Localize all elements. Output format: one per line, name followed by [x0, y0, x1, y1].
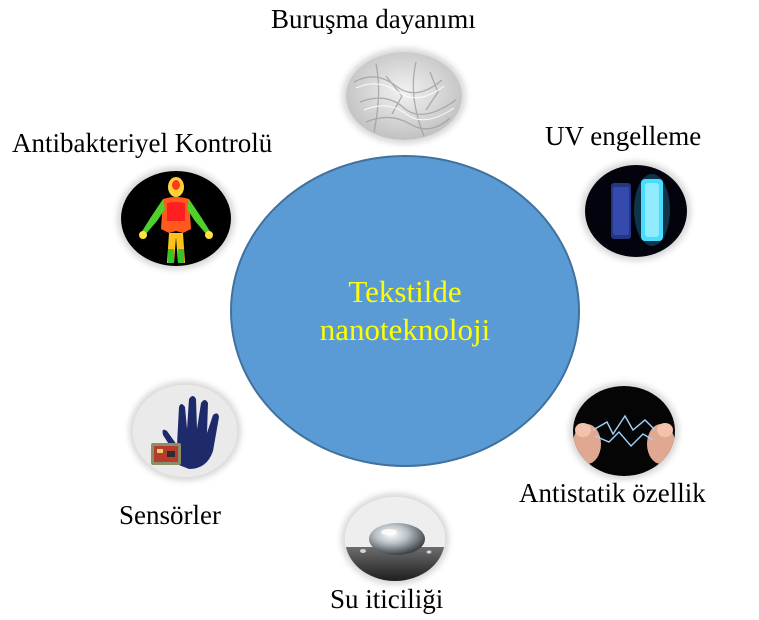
thermal-body-icon — [121, 171, 231, 266]
static-spark-fingers-icon — [573, 386, 675, 476]
wrinkled-fabric-icon — [346, 52, 462, 140]
label-antibacterial: Antibakteriyel Kontrolü — [12, 128, 273, 158]
sensor-glove-icon — [133, 385, 237, 477]
label-uv-blocking: UV engelleme — [545, 121, 702, 151]
center-title: Tekstilde nanoteknoloji — [320, 273, 490, 349]
label-wrinkle-resistance: Buruşma dayanımı — [271, 4, 476, 34]
center-title-line1: Tekstilde — [348, 274, 462, 309]
center-title-line2: nanoteknoloji — [319, 312, 491, 347]
label-antistatic: Antistatik özellik — [519, 478, 706, 508]
label-water-repellency: Su iticiliği — [330, 584, 444, 614]
label-sensors: Sensörler — [119, 500, 221, 530]
center-circle: Tekstilde nanoteknoloji — [230, 155, 580, 467]
water-droplet-icon — [345, 497, 445, 581]
uv-glowing-bottles-icon — [585, 165, 687, 257]
